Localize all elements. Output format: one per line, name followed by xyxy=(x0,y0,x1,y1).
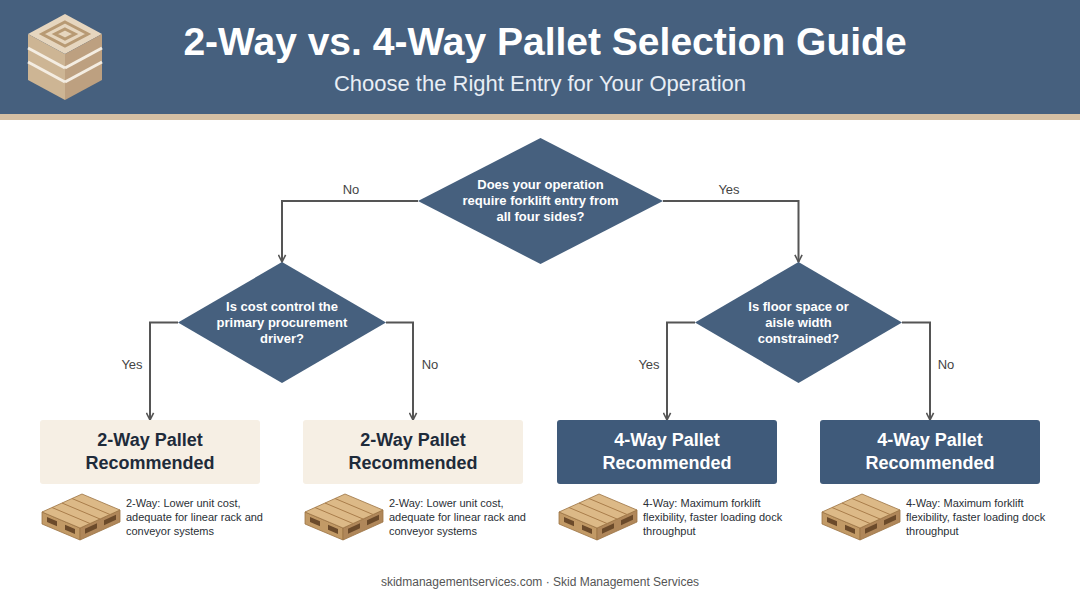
logo-pattern xyxy=(55,29,75,39)
page-subtitle: Choose the Right Entry for Your Operatio… xyxy=(334,71,746,97)
outcome-box: 4-Way Pallet Recommended4-Way: Maximum f… xyxy=(820,420,1040,484)
outcome-description: 2-Way: Lower unit cost, adequate for lin… xyxy=(126,496,274,538)
decision-diamond: Is floor space or aisle width constraine… xyxy=(695,262,902,383)
flow-connector xyxy=(663,201,799,262)
logo xyxy=(28,14,102,100)
header-stripe xyxy=(0,114,1080,120)
footer-note: skidmanagementservices.com · Skid Manage… xyxy=(381,575,699,589)
page-title: 2-Way vs. 4-Way Pallet Selection Guide xyxy=(183,20,906,64)
flow-connector xyxy=(902,323,930,421)
branch-label: Yes xyxy=(718,182,739,197)
logo-stripe xyxy=(28,62,65,82)
decision-diamond: Does your operation require forklift ent… xyxy=(418,138,663,264)
diamond-shape xyxy=(695,262,902,383)
outcome-heading: 2-Way Pallet Recommended xyxy=(328,429,498,475)
pallet-picture xyxy=(42,494,120,540)
branch-label: No xyxy=(422,357,439,372)
pallet-picture xyxy=(305,494,383,540)
flow-connector xyxy=(150,323,178,421)
diamond-shape xyxy=(178,262,386,383)
outcome-description: 2-Way: Lower unit cost, adequate for lin… xyxy=(389,496,537,538)
outcome-description: 4-Way: Maximum forklift flexibility, fas… xyxy=(643,496,791,538)
flow-connector xyxy=(667,323,695,421)
logo-pattern xyxy=(42,22,88,46)
outcome-box: 2-Way Pallet Recommended2-Way: Lower uni… xyxy=(303,420,523,484)
outcome-box: 2-Way Pallet Recommended2-Way: Lower uni… xyxy=(40,420,260,484)
decision-text: Does your operation require forklift ent… xyxy=(458,177,623,225)
outcome-box: 4-Way Pallet Recommended4-Way: Maximum f… xyxy=(557,420,777,484)
header-band xyxy=(0,0,1080,114)
branch-label: No xyxy=(938,357,955,372)
outcome-heading: 4-Way Pallet Recommended xyxy=(582,429,752,475)
flow-connector xyxy=(386,323,413,421)
branch-label: No xyxy=(343,182,360,197)
flow-connector xyxy=(282,201,418,262)
decision-diamond: Is cost control the primary procurement … xyxy=(178,262,386,383)
diamond-shape xyxy=(418,138,663,264)
outcome-heading: 4-Way Pallet Recommended xyxy=(845,429,1015,475)
pallet-picture xyxy=(822,494,900,540)
decision-text: Is cost control the primary procurement … xyxy=(205,299,360,347)
branch-label: Yes xyxy=(121,357,142,372)
branch-label: Yes xyxy=(638,357,659,372)
outcome-description: 4-Way: Maximum forklift flexibility, fas… xyxy=(906,496,1054,538)
pallet-picture xyxy=(559,494,637,540)
outcome-heading: 2-Way Pallet Recommended xyxy=(65,429,235,475)
logo-stripe xyxy=(65,62,102,82)
decision-text: Is floor space or aisle width constraine… xyxy=(734,299,864,347)
